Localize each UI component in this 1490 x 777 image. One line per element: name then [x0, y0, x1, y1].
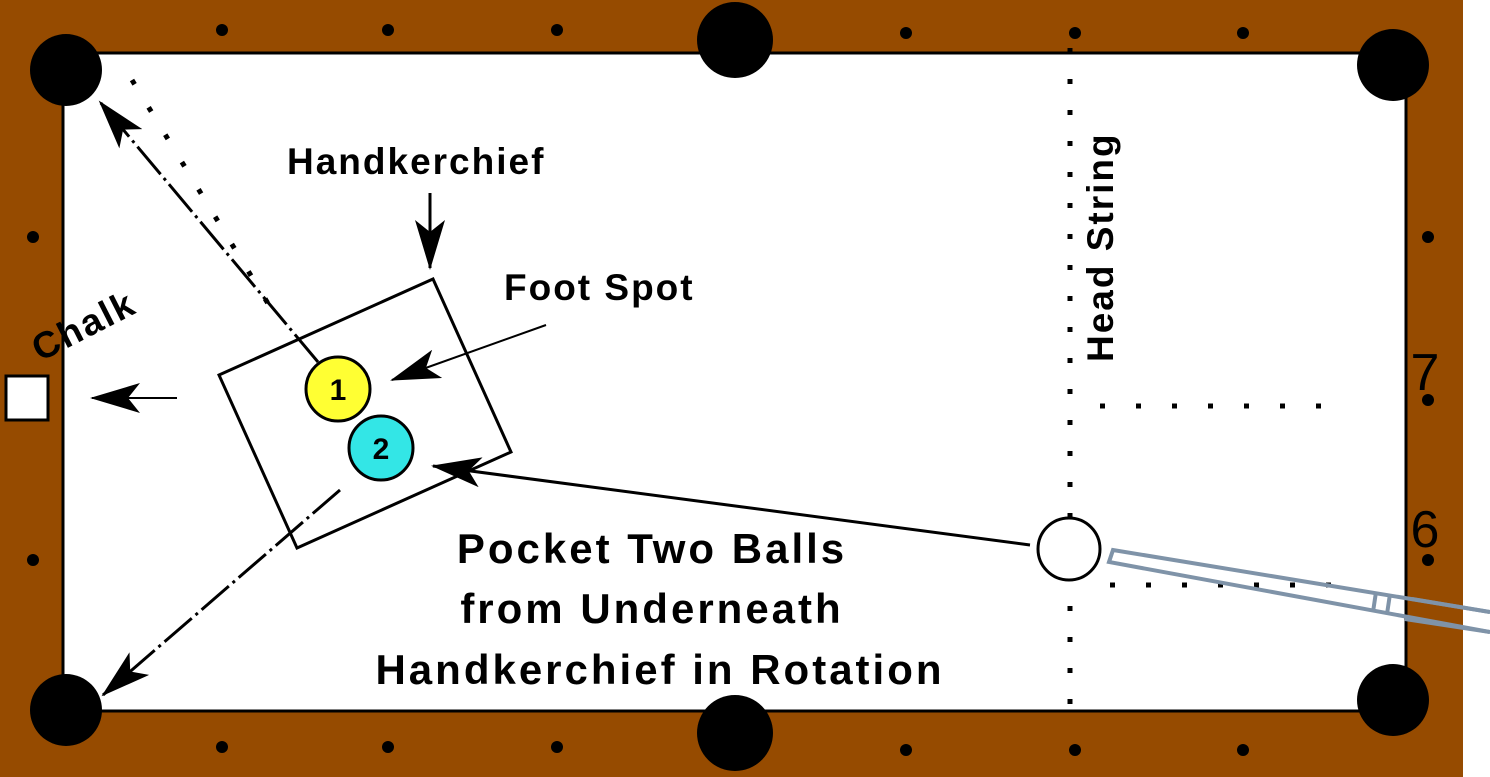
title-line-2: from Underneath [460, 585, 843, 632]
diamond-icon [1237, 744, 1249, 756]
diamond-number-7: 7 [1411, 344, 1440, 402]
handkerchief-square [217, 277, 513, 550]
diamond-icon [382, 741, 394, 753]
pocket-icon [30, 674, 102, 746]
pocket-icon [1357, 664, 1429, 736]
ball-2-number: 2 [373, 433, 390, 466]
diamond-icon [1069, 27, 1081, 39]
title-line-3: Handkerchief in Rotation [375, 646, 944, 693]
foot-spot-label: Foot Spot [504, 267, 695, 308]
cue-ball-path [431, 457, 1031, 547]
diamond-icon [27, 554, 39, 566]
rail-diamonds [27, 24, 1434, 756]
ball-2 [347, 414, 415, 482]
diamond-icon [551, 24, 563, 36]
head-string-label: Head String [1080, 132, 1121, 362]
cue-ball [1036, 516, 1102, 582]
foot-spot-arrow [390, 324, 547, 381]
handkerchief-label: Handkerchief [287, 141, 545, 182]
pocket-icon [697, 695, 773, 771]
diamond-icon [900, 744, 912, 756]
diamond-icon [1069, 744, 1081, 756]
diamond-icon [900, 27, 912, 39]
table-cloth [61, 51, 1408, 713]
diamond-number-6: 6 [1411, 501, 1440, 559]
diamond-icon [216, 741, 228, 753]
diamond-icon [1422, 554, 1434, 566]
shot-path-ball-2 [101, 488, 341, 697]
pocket-icon [697, 2, 773, 78]
diamond-icon [382, 24, 394, 36]
ball-1-number: 1 [330, 374, 347, 407]
diamond-icon [551, 741, 563, 753]
diamond-icon [27, 231, 39, 243]
chalk-icon [4, 374, 50, 422]
cue-stick-icon [1106, 547, 1490, 634]
diamond-icon [1422, 394, 1434, 406]
diamond-icon [216, 24, 228, 36]
title-line-1: Pocket Two Balls [457, 525, 847, 572]
pocket-icon [1357, 29, 1429, 101]
diamond-icon [1237, 27, 1249, 39]
ball-1 [304, 355, 372, 423]
diamond-icon [1422, 231, 1434, 243]
pocket-icon [30, 34, 102, 106]
shot-path-ball-1 [98, 100, 320, 363]
